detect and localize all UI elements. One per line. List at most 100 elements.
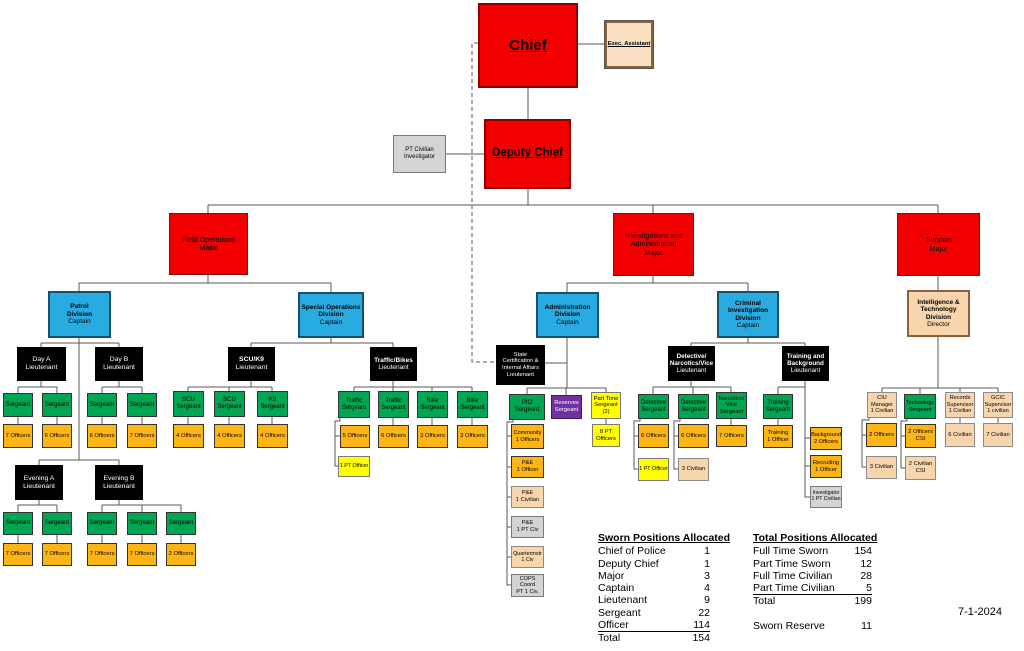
org-node-k9Off: 4 Officers [257, 424, 288, 448]
table-row: Part Time Sworn 12 [753, 558, 872, 570]
org-node-offEB1: 7 Officers [87, 543, 117, 566]
org-node-bkOff2: 3 Officers [457, 425, 488, 448]
org-node-sgtEA2: Sergeant [42, 512, 72, 535]
table-row: Part Time Civilian 5 [753, 582, 872, 596]
org-node-sgtEA1: Sergeant [3, 512, 33, 535]
row-value: 3 [704, 569, 710, 582]
org-node-detOff1: 6 Officers [638, 424, 669, 448]
org-node-execAsst: Exec. Assistant [605, 21, 653, 68]
row-value: 154 [854, 545, 872, 558]
org-node-sgtDA1: Sergeant [3, 393, 33, 417]
org-node-gcic7Civ: 7 Civilian [983, 423, 1013, 447]
row-value: 22 [698, 606, 710, 619]
table-row: Major 3 [598, 570, 710, 582]
row-label: Officer [598, 619, 629, 632]
table-row [753, 608, 872, 620]
org-node-trOff2: 6 Officers [378, 425, 409, 448]
org-node-sgtDB1: Sergeant [87, 393, 117, 417]
org-node-rec6Civ: 6 Civilian [945, 423, 975, 447]
sworn-positions-table: Sworn Positions Allocated Chief of Polic… [598, 532, 731, 645]
row-value: 1 [704, 545, 710, 558]
org-node-offDA1: 7 Officers [3, 424, 33, 448]
table-row: Full Time Civilian 28 [753, 570, 872, 582]
org-node-offDB2: 7 Officers [127, 424, 157, 448]
org-node-offEA1: 7 Officers [3, 543, 33, 566]
org-node-scuOff1: 4 Officers [173, 424, 204, 448]
org-node-offEA2: 7 Officers [42, 543, 72, 566]
org-node-scuOff2: 4 Officers [214, 424, 245, 448]
row-label: Full Time Civilian [753, 569, 833, 582]
row-value: 199 [854, 595, 872, 608]
org-node-ciu3Civ: 3 Civilian [866, 456, 897, 479]
org-node-detOff2: 6 Officers [678, 424, 709, 448]
sworn-positions-title: Sworn Positions Allocated [598, 532, 731, 544]
org-node-sgtDB2: Sergeant [127, 393, 157, 417]
org-node-bkOff1: 3 Officers [417, 425, 448, 448]
row-value: 1 [704, 557, 710, 570]
row-label: Lieutenant [598, 594, 648, 607]
org-node-trOff1: 5 Officers [340, 425, 370, 448]
row-value: 5 [866, 582, 872, 595]
row-value: 28 [860, 569, 872, 582]
row-label: Chief of Police [598, 545, 666, 558]
org-node-offDB1: 6 Officers [87, 424, 117, 448]
row-value: 12 [860, 557, 872, 570]
row-label: Part Time Sworn [753, 557, 831, 570]
org-node-sgtEB3: Sergeant [166, 512, 196, 535]
row-label: Part Time Civilian [753, 582, 835, 595]
org-node-sgtDA2: Sergeant [42, 393, 72, 417]
org-node-offDA2: 6 Officers [42, 424, 72, 448]
row-value: 114 [693, 619, 710, 632]
org-node-detPT: 1 PT Officer [638, 458, 669, 481]
org-node-ciuOff: 2 Officers [866, 423, 897, 447]
chart-date: 7-1-2024 [958, 606, 1003, 618]
row-label: Major [598, 569, 625, 582]
